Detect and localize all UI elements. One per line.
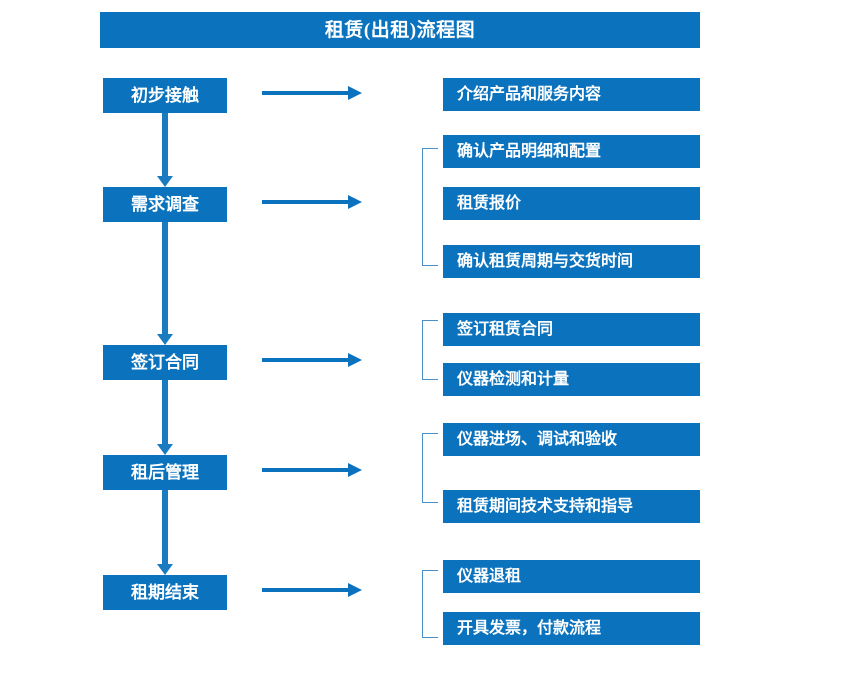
arrow-head-down-icon bbox=[157, 444, 173, 455]
diagram-title-banner: 租赁(出租)流程图 bbox=[100, 12, 700, 48]
detail-label: 签订租赁合同 bbox=[457, 320, 554, 338]
arrow-to-management bbox=[262, 463, 362, 477]
detail-label: 租赁报价 bbox=[457, 194, 522, 212]
arrow-shaft bbox=[162, 380, 168, 444]
stage-box-requirement-survey[interactable]: 需求调查 bbox=[103, 187, 227, 222]
arrow-shaft bbox=[262, 468, 350, 472]
detail-label: 租赁期间技术支持和指导 bbox=[457, 497, 634, 515]
stage-box-sign-contract[interactable]: 签订合同 bbox=[103, 345, 227, 380]
detail-box-invoice-payment[interactable]: 开具发票，付款流程 bbox=[443, 612, 700, 645]
detail-box-instrument-inspection[interactable]: 仪器检测和计量 bbox=[443, 363, 700, 396]
detail-box-confirm-period-delivery[interactable]: 确认租赁周期与交货时间 bbox=[443, 245, 700, 278]
detail-box-introduce-products[interactable]: 介绍产品和服务内容 bbox=[443, 78, 700, 111]
detail-box-instrument-delivery-commissioning[interactable]: 仪器进场、调试和验收 bbox=[443, 423, 700, 456]
detail-label: 开具发票，付款流程 bbox=[457, 619, 602, 637]
bracket-contract-group bbox=[422, 320, 438, 380]
stage-label: 需求调查 bbox=[131, 195, 199, 214]
detail-box-instrument-return[interactable]: 仪器退租 bbox=[443, 560, 700, 593]
detail-label: 仪器进场、调试和验收 bbox=[457, 430, 618, 448]
detail-box-rental-quotation[interactable]: 租赁报价 bbox=[443, 187, 700, 220]
arrow-head-right-icon bbox=[348, 86, 362, 100]
arrow-shaft bbox=[162, 490, 168, 564]
detail-label: 确认产品明细和配置 bbox=[457, 142, 602, 160]
stage-label: 签订合同 bbox=[131, 353, 199, 372]
arrow-head-down-icon bbox=[157, 564, 173, 575]
stage-box-rental-end[interactable]: 租期结束 bbox=[103, 575, 227, 610]
arrow-to-requirements bbox=[262, 195, 362, 209]
arrow-to-contract bbox=[262, 353, 362, 367]
arrow-shaft bbox=[262, 588, 350, 592]
stage-label: 租后管理 bbox=[131, 463, 199, 482]
detail-label: 仪器检测和计量 bbox=[457, 370, 570, 388]
arrow-head-right-icon bbox=[348, 583, 362, 597]
arrow-shaft bbox=[162, 222, 168, 334]
flow-arrow-requirements-to-contract bbox=[157, 222, 173, 345]
detail-box-confirm-product-spec[interactable]: 确认产品明细和配置 bbox=[443, 135, 700, 168]
stage-label: 租期结束 bbox=[131, 583, 199, 602]
arrow-shaft bbox=[262, 358, 350, 362]
detail-box-sign-rental-contract[interactable]: 签订租赁合同 bbox=[443, 313, 700, 346]
detail-label: 仪器退租 bbox=[457, 567, 522, 585]
arrow-head-right-icon bbox=[348, 353, 362, 367]
flow-arrow-contract-to-management bbox=[157, 380, 173, 455]
arrow-to-end bbox=[262, 583, 362, 597]
arrow-head-down-icon bbox=[157, 176, 173, 187]
detail-label: 介绍产品和服务内容 bbox=[457, 85, 602, 103]
stage-box-initial-contact[interactable]: 初步接触 bbox=[103, 78, 227, 113]
arrow-shaft bbox=[162, 113, 168, 176]
arrow-shaft bbox=[262, 91, 350, 95]
diagram-title: 租赁(出租)流程图 bbox=[324, 19, 476, 41]
arrow-head-right-icon bbox=[348, 195, 362, 209]
flow-arrow-management-to-end bbox=[157, 490, 173, 575]
arrow-head-right-icon bbox=[348, 463, 362, 477]
bracket-requirements-group bbox=[422, 148, 438, 266]
bracket-management-group bbox=[422, 433, 438, 503]
bracket-end-group bbox=[422, 570, 438, 638]
stage-label: 初步接触 bbox=[131, 86, 199, 105]
arrow-shaft bbox=[262, 200, 350, 204]
detail-box-technical-support[interactable]: 租赁期间技术支持和指导 bbox=[443, 490, 700, 523]
stage-box-post-rental-management[interactable]: 租后管理 bbox=[103, 455, 227, 490]
arrow-to-intro bbox=[262, 86, 362, 100]
arrow-head-down-icon bbox=[157, 334, 173, 345]
detail-label: 确认租赁周期与交货时间 bbox=[457, 252, 634, 270]
flow-arrow-contact-to-requirements bbox=[157, 113, 173, 187]
